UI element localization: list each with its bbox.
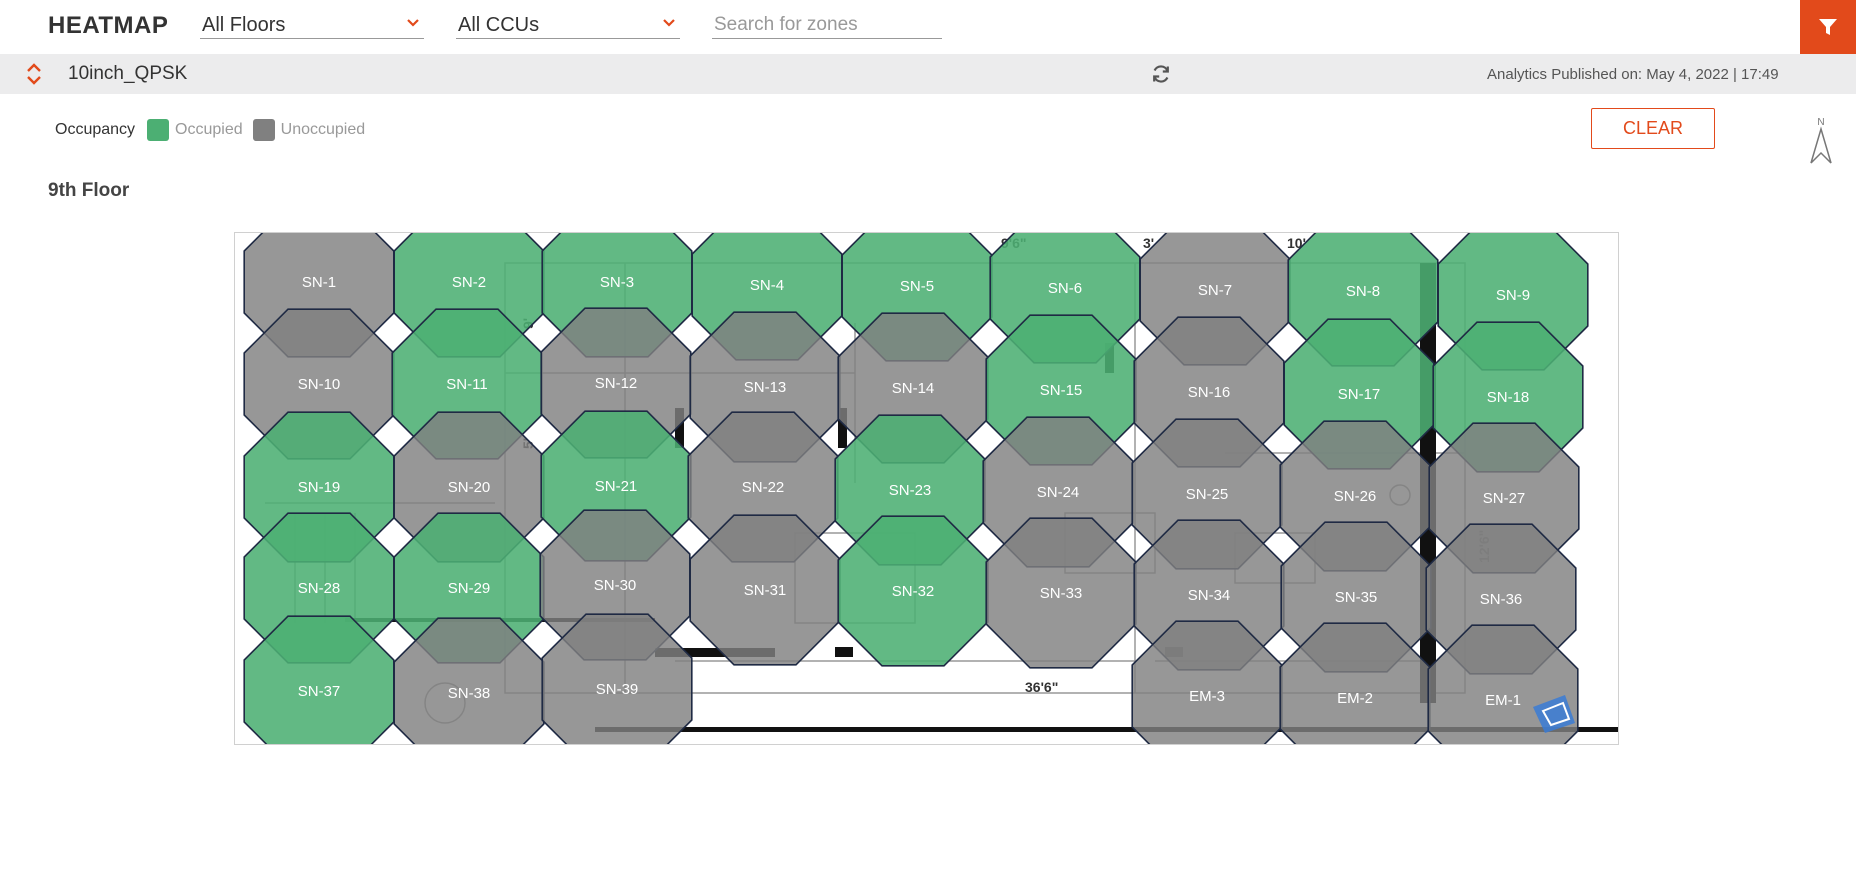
zone-octagon[interactable] — [689, 514, 841, 666]
zone-label: SN-3 — [600, 274, 634, 291]
floor-name: 9th Floor — [48, 180, 130, 201]
zone-label: SN-23 — [889, 482, 932, 499]
zone-label: SN-7 — [1198, 282, 1232, 299]
zone-sn-38[interactable]: SN-38 — [393, 617, 545, 745]
zone-label: SN-10 — [298, 376, 341, 393]
zone-sn-31[interactable]: SN-31 — [689, 514, 841, 666]
refresh-icon[interactable] — [1150, 63, 1172, 85]
zone-label: SN-19 — [298, 479, 341, 496]
zone-label: SN-33 — [1040, 585, 1083, 602]
compass-label: N — [1817, 117, 1824, 128]
zone-label: SN-35 — [1335, 589, 1378, 606]
zone-label: SN-27 — [1483, 490, 1526, 507]
legend-occupied: Occupied — [175, 121, 243, 138]
zone-octagon[interactable] — [1279, 622, 1431, 745]
filter-icon — [1819, 19, 1837, 35]
zone-label: SN-14 — [892, 380, 935, 397]
zone-label: SN-11 — [446, 376, 487, 393]
zone-em-2[interactable]: EM-2 — [1279, 622, 1431, 745]
zone-label: SN-21 — [595, 478, 638, 495]
zone-label: SN-6 — [1048, 280, 1082, 297]
north-arrow-icon: N — [1810, 117, 1832, 164]
ccu-select[interactable]: All CCUs — [456, 12, 680, 39]
ccu-select-value: All CCUs — [458, 14, 540, 36]
zone-sn-39[interactable]: SN-39 — [541, 613, 693, 745]
zone-label: SN-17 — [1338, 386, 1381, 403]
occupancy-legend: Occupancy Occupied Unoccupied — [55, 118, 375, 142]
zone-octagon[interactable] — [1131, 620, 1283, 745]
floor-map: 9'6"3'10'9'5'36'6"12'6" SN-1SN-2SN-3SN-4… — [234, 232, 1619, 745]
search-input[interactable] — [712, 12, 942, 39]
floor-select[interactable]: All Floors — [200, 12, 424, 39]
zone-label: SN-30 — [594, 577, 637, 594]
zone-label: SN-29 — [448, 580, 491, 597]
zone-label: SN-32 — [892, 583, 935, 600]
zone-label: SN-2 — [452, 274, 486, 291]
zone-octagon[interactable] — [243, 615, 395, 745]
zone-octagon[interactable] — [541, 613, 693, 745]
zone-label: SN-25 — [1186, 486, 1229, 503]
zone-label: SN-1 — [302, 274, 336, 291]
zone-label: SN-20 — [448, 479, 491, 496]
zone-label: SN-8 — [1346, 283, 1380, 300]
chevron-down-icon — [663, 19, 675, 27]
zone-label: SN-9 — [1496, 287, 1530, 304]
zone-label: SN-38 — [448, 685, 491, 702]
zone-label: SN-37 — [298, 683, 341, 700]
zone-label: SN-4 — [750, 277, 784, 294]
zone-label: SN-12 — [595, 375, 638, 392]
zone-octagon[interactable] — [985, 517, 1137, 669]
floor-plan-svg: 9'6"3'10'9'5'36'6"12'6" SN-1SN-2SN-3SN-4… — [243, 233, 1618, 745]
unoccupied-swatch — [252, 119, 275, 141]
legend-unoccupied: Unoccupied — [280, 121, 366, 138]
zone-label: EM-3 — [1189, 688, 1225, 705]
zone-label: SN-31 — [744, 582, 787, 599]
zone-em-3[interactable]: EM-3 — [1131, 620, 1283, 745]
zone-octagon[interactable] — [837, 515, 989, 667]
zone-sn-32[interactable]: SN-32 — [837, 515, 989, 667]
zone-label: SN-15 — [1040, 382, 1083, 399]
top-header: HEATMAP All Floors All CCUs — [0, 0, 1856, 54]
zone-label: SN-24 — [1037, 484, 1080, 501]
page-title: HEATMAP — [48, 12, 169, 39]
zone-sn-37[interactable]: SN-37 — [243, 615, 395, 745]
zone-label: SN-16 — [1188, 384, 1231, 401]
zone-label: EM-2 — [1337, 690, 1373, 707]
legend-title: Occupancy — [55, 121, 136, 138]
zone-label: SN-26 — [1334, 488, 1377, 505]
zone-label: SN-5 — [900, 278, 934, 295]
zone-octagon[interactable] — [393, 617, 545, 745]
zone-label: SN-28 — [298, 580, 341, 597]
chevron-down-icon — [407, 19, 419, 27]
context-bar: 10inch_QPSK Analytics Published on: May … — [0, 54, 1856, 94]
zone-grid: SN-1 SN-2 SN-3 SN-4 SN-5 SN-6 SN-7 SN-8 SN-9SN-1… — [243, 233, 1589, 745]
zone-label: SN-39 — [596, 681, 639, 698]
zone-edit-icon[interactable] — [1533, 695, 1575, 733]
plan-dimension-label: 3' — [1143, 235, 1154, 251]
system-name: 10inch_QPSK — [68, 63, 188, 84]
zone-label: SN-18 — [1487, 389, 1530, 406]
zone-label: SN-22 — [742, 479, 785, 496]
analytics-published-text: Analytics Published on: May 4, 2022 | 17… — [1487, 66, 1779, 83]
zone-sn-33[interactable]: SN-33 — [985, 517, 1137, 669]
zone-label: SN-13 — [744, 379, 787, 396]
clear-button[interactable]: CLEAR — [1591, 108, 1715, 149]
zone-label: EM-1 — [1485, 692, 1521, 709]
zone-label: SN-36 — [1480, 591, 1523, 608]
sort-toggle-icon[interactable] — [24, 62, 44, 86]
zone-label: SN-34 — [1188, 587, 1231, 604]
floor-select-value: All Floors — [202, 14, 286, 36]
plan-dimension-label: 36'6" — [1025, 679, 1058, 695]
occupied-swatch — [147, 119, 170, 141]
filter-button[interactable] — [1800, 0, 1856, 54]
